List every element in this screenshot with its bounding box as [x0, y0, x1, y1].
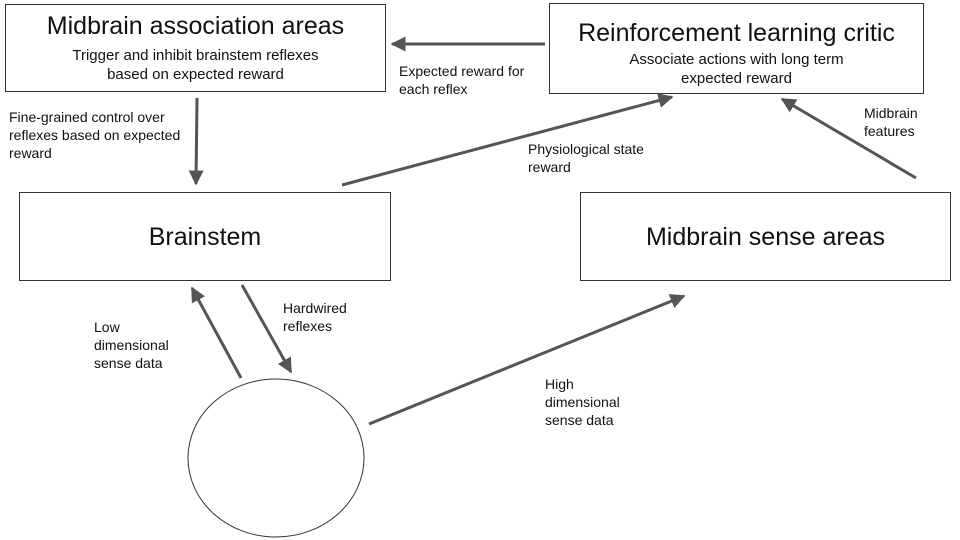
- label-high-dimensional-sense-data: High dimensional sense data: [545, 376, 620, 428]
- arrow-body-to-sense: [368, 294, 686, 426]
- label-midbrain-features: Midbrain features: [864, 105, 918, 139]
- arrow-body-to-brainstem: [190, 286, 243, 379]
- midbrain-association-title: Midbrain association areas: [46, 12, 345, 40]
- arrow-sense-to-critic: [780, 97, 917, 180]
- label-expected-reward: Expected reward for each reflex: [399, 63, 525, 97]
- rl-critic-subtitle: Associate actions with long term expecte…: [629, 51, 844, 87]
- label-low-dimensional-sense-data: Low dimensional sense data: [94, 319, 169, 371]
- arrow-brainstem-to-body: [240, 284, 293, 374]
- brainstem-title: Brainstem: [148, 222, 262, 251]
- reinforcement-learning-critic-box: Reinforcement learning critic Associate …: [549, 3, 924, 94]
- label-hardwired-reflexes: Hardwired reflexes: [283, 300, 347, 334]
- rl-critic-title: Reinforcement learning critic: [578, 19, 895, 47]
- arrow-association-to-brainstem: [188, 97, 204, 186]
- arrow-brainstem-to-critic: [341, 93, 674, 187]
- midbrain-sense-title: Midbrain sense areas: [645, 222, 885, 251]
- label-physiological-state-reward: Physiological state reward: [528, 141, 644, 175]
- label-fine-grained-control: Fine-grained control over reflexes based…: [9, 109, 181, 161]
- midbrain-association-areas-box: Midbrain association areas Trigger and i…: [5, 4, 386, 92]
- body-ellipse: [187, 378, 365, 538]
- brainstem-box: Brainstem: [19, 192, 391, 281]
- midbrain-sense-areas-box: Midbrain sense areas: [580, 192, 951, 281]
- midbrain-association-subtitle: Trigger and inhibit brainstem reflexes b…: [72, 47, 319, 83]
